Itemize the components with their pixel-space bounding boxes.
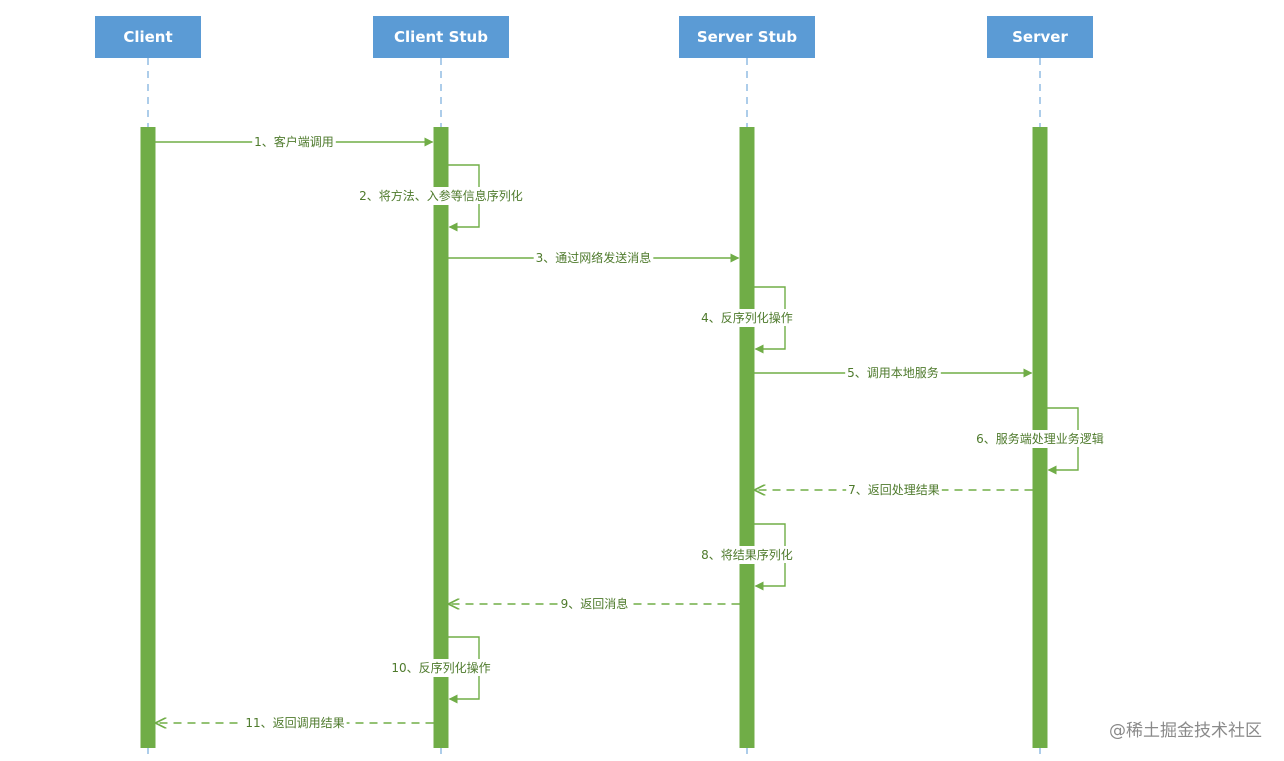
message-3: 3、通过网络发送消息 — [448, 250, 740, 265]
actor-box-server — [987, 16, 1093, 58]
activation-bar-client — [140, 127, 156, 748]
actor-label-client_stub: Client Stub — [394, 28, 488, 46]
lifelines — [147, 58, 1041, 758]
actors: Client Client Stub Server Stub Server — [95, 16, 1093, 58]
message-label-5: 5、调用本地服务 — [847, 365, 939, 380]
watermark-text: @稀土掘金技术社区 — [1109, 721, 1262, 741]
message-label-3: 3、通过网络发送消息 — [536, 250, 652, 265]
message-label-6: 6、服务端处理业务逻辑 — [976, 431, 1104, 446]
message-label-9: 9、返回消息 — [561, 596, 629, 611]
message-label-bg-1 — [252, 134, 336, 149]
message-10: 10、反序列化操作 — [388, 636, 494, 704]
activation-bar-client_stub — [433, 127, 449, 748]
message-label-bg-11 — [243, 716, 347, 730]
message-5: 5、调用本地服务 — [754, 365, 1033, 380]
message-label-10: 10、反序列化操作 — [391, 660, 490, 675]
message-label-1: 1、客户端调用 — [254, 134, 334, 149]
activation-bars — [140, 127, 1048, 748]
message-9: 9、返回消息 — [450, 596, 740, 611]
message-label-bg-3 — [533, 250, 654, 265]
message-label-2: 2、将方法、入参等信息序列化 — [359, 188, 523, 203]
message-label-bg-10 — [388, 659, 494, 676]
message-label-bg-5 — [845, 365, 941, 380]
activation-bar-server_stub — [739, 127, 755, 748]
actor-label-server_stub: Server Stub — [697, 28, 798, 46]
messages: 1、客户端调用 2、将方法、入参等信息序列化 3、通过网络发送消息 4、反序列化操作 5… — [156, 134, 1107, 730]
message-label-11: 11、返回调用结果 — [245, 716, 344, 730]
message-1: 1、客户端调用 — [155, 134, 434, 149]
message-8: 8、将结果序列化 — [698, 523, 796, 591]
message-11: 11、返回调用结果 — [157, 716, 434, 730]
actor-box-client — [95, 16, 201, 58]
message-2: 2、将方法、入参等信息序列化 — [356, 164, 526, 232]
message-label-bg-9 — [558, 596, 631, 611]
message-4: 4、反序列化操作 — [698, 286, 796, 354]
message-label-bg-4 — [698, 309, 796, 326]
message-label-4: 4、反序列化操作 — [701, 310, 793, 325]
message-label-7: 7、返回处理结果 — [848, 483, 940, 497]
actor-label-client: Client — [123, 28, 172, 46]
actor-label-server: Server — [1012, 28, 1068, 46]
message-6: 6、服务端处理业务逻辑 — [973, 407, 1107, 475]
message-label-bg-2 — [356, 187, 526, 204]
message-7: 7、返回处理结果 — [756, 483, 1033, 497]
message-label-bg-7 — [846, 483, 942, 497]
message-label-bg-6 — [973, 430, 1107, 447]
message-label-bg-8 — [698, 546, 796, 563]
message-label-8: 8、将结果序列化 — [701, 547, 793, 562]
actor-box-client_stub — [373, 16, 509, 58]
actor-box-server_stub — [679, 16, 815, 58]
